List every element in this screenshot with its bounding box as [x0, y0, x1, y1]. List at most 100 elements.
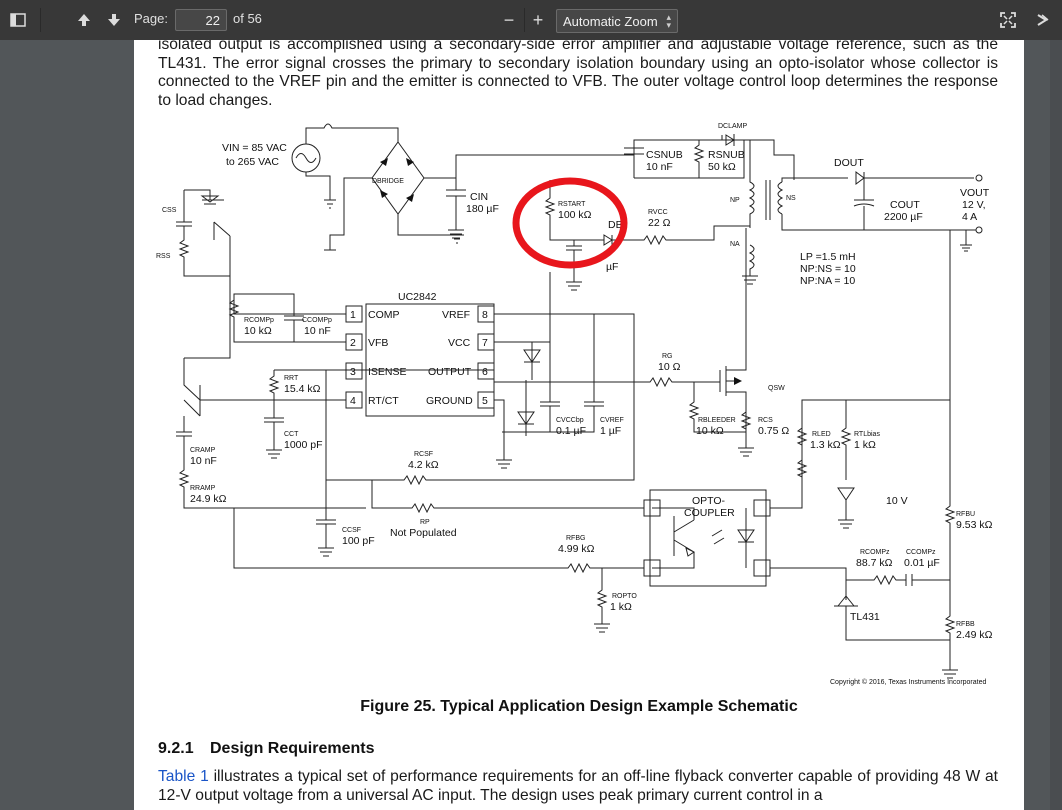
npna-label: NP:NA = 10	[800, 275, 855, 287]
cin-value: 180 µF	[466, 203, 499, 215]
np-label: NP	[730, 197, 740, 204]
csnub-label: CSNUB	[646, 149, 683, 161]
vout-label: VOUT	[960, 187, 990, 199]
svg-text:4: 4	[350, 395, 356, 407]
sidebar-toggle-icon[interactable]	[6, 10, 30, 30]
svg-text:2: 2	[350, 337, 356, 349]
tools-menu-icon[interactable]	[1030, 10, 1054, 30]
rvcc-value: 22 Ω	[648, 217, 671, 229]
rsnub-value: 50 kΩ	[708, 161, 736, 173]
highlight-ring	[512, 177, 628, 269]
vout-current: 4 A	[962, 211, 977, 223]
svg-text:6: 6	[482, 366, 488, 378]
svg-text:5: 5	[482, 395, 488, 407]
pin-vref-label: VREF	[442, 309, 470, 321]
pdf-page: isolated output is accomplished using a …	[134, 40, 1024, 810]
pin-vcc-label: VCC	[448, 337, 471, 349]
cin-label: CIN	[470, 191, 488, 203]
rfbb-value: 2.49 kΩ	[956, 629, 993, 641]
cct-value: 1000 pF	[284, 439, 323, 451]
pin-comp-label: COMP	[368, 309, 400, 321]
rsnub-label: RSNUB	[708, 149, 745, 161]
rg-value: 10 Ω	[658, 361, 681, 373]
cvccbp-value: 0.1 µF	[556, 425, 586, 437]
ropto-label: ROPTO	[612, 593, 637, 600]
zoom-select-value: Automatic Zoom	[563, 13, 658, 29]
ccsf-value: 100 pF	[342, 535, 375, 547]
rled-value: 1.3 kΩ	[810, 439, 841, 451]
rss-label: RSS	[156, 253, 171, 260]
rrt-label: RRT	[284, 375, 299, 382]
figure-caption: Figure 25. Typical Application Design Ex…	[360, 698, 798, 715]
cin-capacitor: CIN 180 µF	[446, 178, 499, 239]
rrt-value: 15.4 kΩ	[284, 383, 321, 395]
cvref-label: CVREF	[600, 417, 624, 424]
ccompz-value: 0.01 µF	[904, 557, 940, 569]
vertical-scrollbar[interactable]	[1050, 40, 1062, 810]
rtlbias-label: RTLbias	[854, 431, 880, 438]
select-arrows-icon: ▴▾	[666, 12, 671, 30]
page-number-input[interactable]	[175, 9, 227, 31]
rcompz-label: RCOMPz	[860, 549, 890, 556]
bridge-rectifier: DBRIDGE	[324, 141, 634, 251]
tl431-label: TL431	[850, 611, 880, 623]
cvcc-value: µF	[606, 261, 618, 273]
cvref-value: 1 µF	[600, 425, 621, 437]
requirements-text: illustrates a typical set of performance…	[158, 768, 998, 804]
uc2842-ic: UC2842 1 2 3 4 8 7 6 5 COMP VFB ISENSE R…	[345, 291, 495, 417]
svg-text:3: 3	[350, 366, 356, 378]
zoom-in-button[interactable]: +	[532, 9, 544, 30]
css-label: CSS	[162, 207, 177, 214]
qsw-label: QSW	[768, 385, 785, 392]
rramp-label: RRAMP	[190, 485, 216, 492]
opto-label-2: COUPLER	[684, 507, 735, 519]
ac-source	[291, 123, 399, 209]
rp-value: Not Populated	[390, 527, 457, 539]
rp-label: RP	[420, 519, 430, 526]
rtlbias-value: 1 kΩ	[854, 439, 876, 451]
rstart-label: RSTART	[558, 201, 586, 208]
toolbar-separator	[524, 8, 525, 32]
pin-ground-label: GROUND	[426, 395, 473, 407]
presentation-mode-icon[interactable]	[996, 10, 1020, 30]
schematic-diagram: DBRIDGE VIN = 85 VAC to 265 VAC CIN 180 …	[156, 123, 993, 686]
optocoupler: OPTO- COUPLER	[643, 489, 771, 587]
opto-label: OPTO-	[692, 495, 726, 507]
dclamp-label: DCLAMP	[718, 123, 748, 130]
previous-page-icon[interactable]	[72, 10, 96, 30]
rfbu-value: 9.53 kΩ	[956, 519, 993, 531]
section-number: 9.2.1	[158, 740, 194, 757]
rfbu-label: RFBU	[956, 511, 975, 518]
rcsf-value: 4.2 kΩ	[408, 459, 439, 471]
table-1-link[interactable]: Table 1	[158, 768, 209, 785]
pin-output-label: OUTPUT	[428, 366, 472, 378]
svg-text:7: 7	[482, 337, 488, 349]
zoom-select[interactable]: Automatic Zoom ▴▾	[556, 9, 678, 33]
ropto-value: 1 kΩ	[610, 601, 632, 613]
section-heading: 9.2.1 Design Requirements	[158, 740, 374, 758]
pdf-toolbar: Page: of 56 − + Automatic Zoom ▴▾	[0, 0, 1062, 40]
ccompz-label: CCOMPz	[906, 549, 936, 556]
mosfet-qsw: QSW	[719, 228, 785, 412]
rstart-value: 100 kΩ	[558, 209, 592, 221]
lp-label: LP =1.5 mH	[800, 251, 856, 263]
svg-text:1: 1	[350, 309, 356, 321]
svg-text:8: 8	[482, 309, 488, 321]
section-title: Design Requirements	[210, 740, 375, 757]
db-label: DB	[608, 219, 623, 231]
ccompp-label: CCOMPp	[302, 317, 332, 324]
page-count: of 56	[233, 11, 262, 26]
dbridge-label: DBRIDGE	[372, 178, 404, 185]
zoom-out-button[interactable]: −	[503, 9, 515, 30]
rbleeder-label: RBLEEDER	[698, 417, 736, 424]
next-page-icon[interactable]	[102, 10, 126, 30]
pin-rtct-label: RT/CT	[368, 395, 399, 407]
copyright-notice: Copyright © 2016, Texas Instruments Inco…	[830, 678, 986, 686]
rramp-value: 24.9 kΩ	[190, 493, 227, 505]
csnub-value: 10 nF	[646, 161, 673, 173]
pin-isense-label: ISENSE	[368, 366, 407, 378]
vin-label: VIN = 85 VAC	[222, 142, 287, 154]
rcs-label: RCS	[758, 417, 773, 424]
cvccbp-label: CVCCbp	[556, 417, 584, 424]
rcompz-value: 88.7 kΩ	[856, 557, 893, 569]
